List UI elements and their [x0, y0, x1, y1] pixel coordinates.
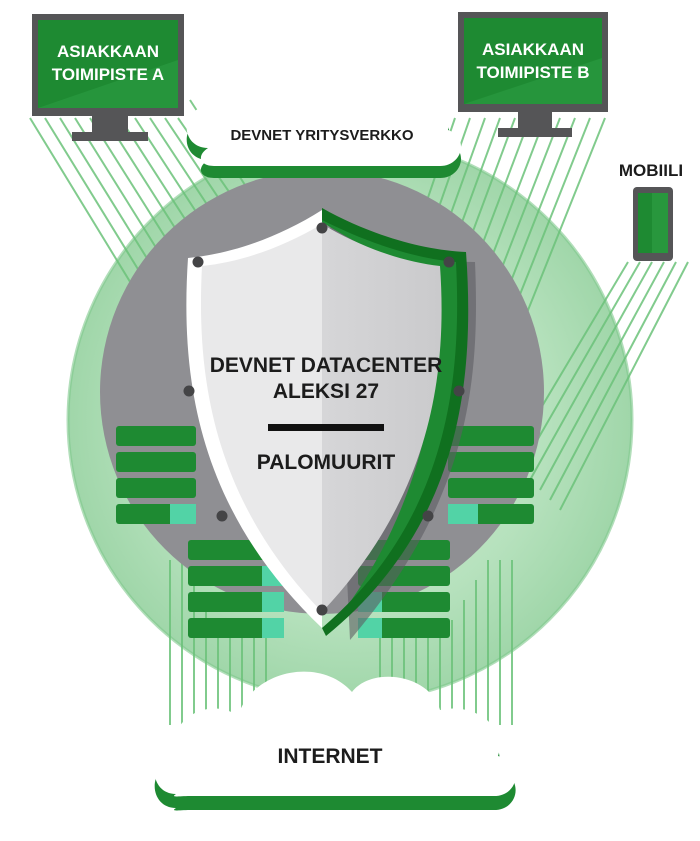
- firewall-label: PALOMUURIT: [257, 451, 396, 474]
- site-b-label-line2: TOIMIPISTE B: [476, 63, 589, 82]
- site-b-label-line1: ASIAKKAAN: [482, 40, 584, 59]
- datacenter-label-line2: ALEKSI 27: [273, 380, 379, 403]
- server-stack-left: [116, 426, 196, 524]
- mobile-connection-lines: [509, 261, 689, 511]
- site-b-monitor-icon: [458, 12, 608, 137]
- server-stack-right: [448, 426, 534, 524]
- shield-divider: [268, 424, 384, 431]
- site-a-monitor-icon: [32, 14, 184, 141]
- mobile-label: MOBIILI: [619, 161, 683, 180]
- internet-cloud-icon: [154, 671, 516, 811]
- corporate-network-label: DEVNET YRITYSVERKKO: [230, 127, 413, 144]
- firewall-shield-icon: [183, 208, 476, 640]
- mobile-phone-icon: [633, 187, 673, 261]
- internet-label: INTERNET: [278, 745, 383, 768]
- datacenter-label-line1: DEVNET DATACENTER: [210, 354, 443, 377]
- corporate-cloud-icon: [186, 55, 462, 178]
- site-a-label-line2: TOIMIPISTE A: [52, 65, 164, 84]
- site-a-label-line1: ASIAKKAAN: [57, 42, 159, 61]
